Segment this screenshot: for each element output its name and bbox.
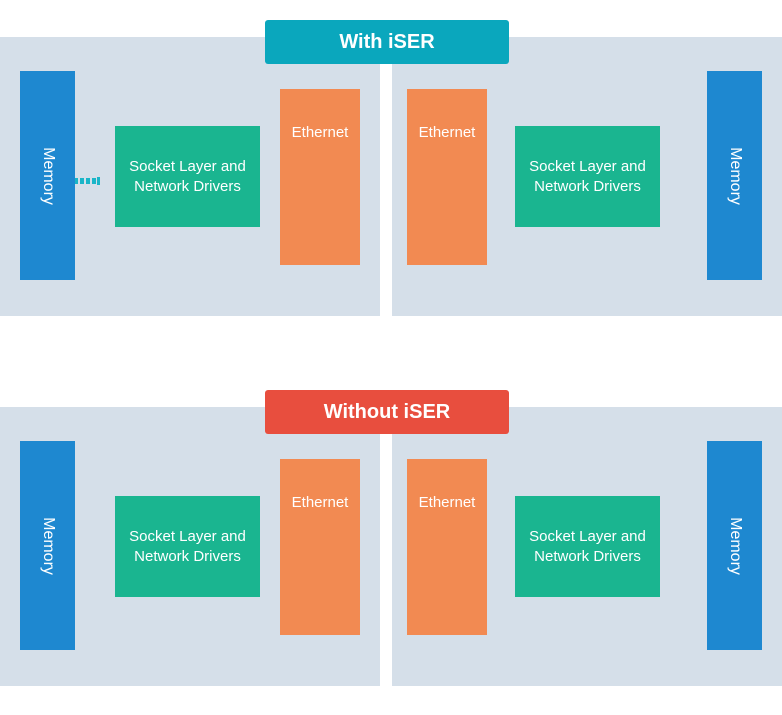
- top-left-socket-block: Socket Layer and Network Drivers: [115, 126, 260, 227]
- socket-label: Socket Layer and Network Drivers: [529, 157, 646, 195]
- top-right-socket-block: Socket Layer and Network Drivers: [515, 126, 660, 227]
- ethernet-label: Ethernet: [418, 124, 476, 141]
- top-left-memory-block: Memory: [20, 71, 75, 280]
- bottom-left-memory-block: Memory: [20, 441, 75, 650]
- memory-label: Memory: [726, 516, 744, 575]
- socket-label: Socket Layer and Network Drivers: [529, 527, 646, 565]
- memory-label: Memory: [39, 516, 57, 575]
- with-iser-title: With iSER: [265, 20, 509, 64]
- socket-label: Socket Layer and Network Drivers: [129, 527, 246, 565]
- title-text: Without iSER: [323, 400, 451, 423]
- ethernet-label: Ethernet: [291, 494, 349, 511]
- memory-label: Memory: [39, 146, 57, 205]
- top-iser-connector: [75, 177, 100, 185]
- socket-label: Socket Layer and Network Drivers: [129, 157, 246, 195]
- bottom-right-socket-block: Socket Layer and Network Drivers: [515, 496, 660, 597]
- bottom-left-ethernet-block: Ethernet: [280, 459, 360, 635]
- without-iser-title: Without iSER: [265, 390, 509, 434]
- bottom-left-socket-block: Socket Layer and Network Drivers: [115, 496, 260, 597]
- title-text: With iSER: [339, 30, 435, 53]
- memory-label: Memory: [726, 146, 744, 205]
- ethernet-label: Ethernet: [291, 124, 349, 141]
- top-right-ethernet-block: Ethernet: [407, 89, 487, 265]
- bottom-right-ethernet-block: Ethernet: [407, 459, 487, 635]
- top-left-ethernet-block: Ethernet: [280, 89, 360, 265]
- bottom-right-memory-block: Memory: [707, 441, 762, 650]
- top-right-memory-block: Memory: [707, 71, 762, 280]
- ethernet-label: Ethernet: [418, 494, 476, 511]
